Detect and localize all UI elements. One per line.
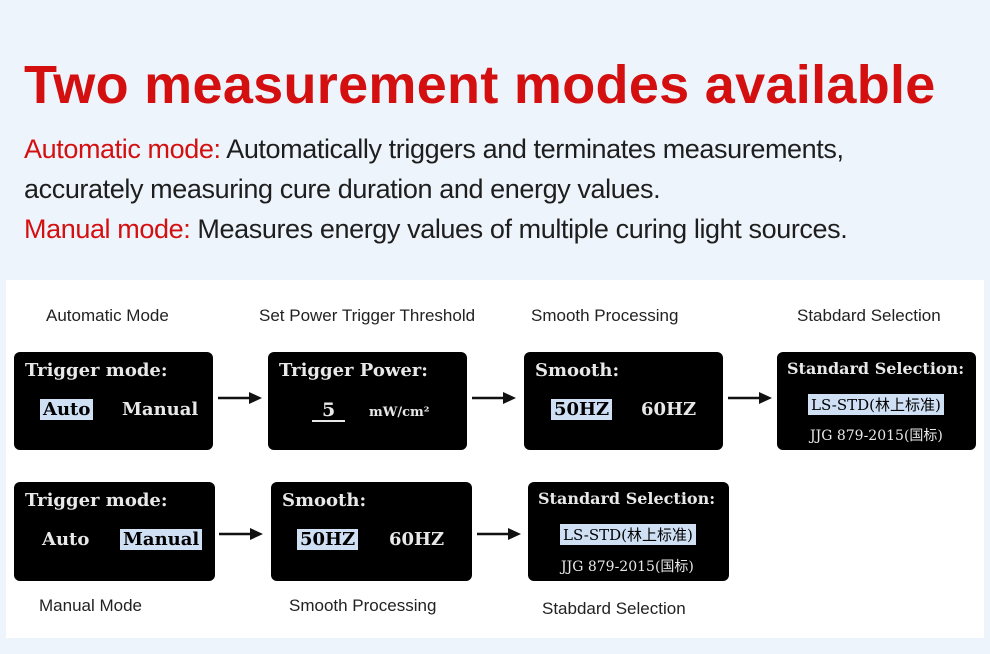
caption-standard-selection-2: Stabdard Selection [542, 599, 686, 618]
mode-diagram-panel [6, 280, 984, 638]
arrow-right-icon [472, 392, 516, 404]
screen-title: Smooth: [282, 490, 367, 511]
auto-mode-description: Automatic mode: Automatically triggers a… [24, 134, 844, 165]
option-manual-selected: Manual [120, 529, 203, 550]
option-60hz: 60HZ [389, 529, 445, 550]
option-ls-std-selected: LS-STD(林上标准) [560, 524, 696, 545]
manual-mode-label: Manual mode: [24, 214, 191, 244]
screen-title: Smooth: [535, 360, 620, 381]
caption-smooth-processing: Smooth Processing [531, 306, 679, 325]
auto-mode-label: Automatic mode: [24, 134, 221, 164]
arrow-right-icon [477, 528, 521, 540]
caption-automatic-mode: Automatic Mode [46, 306, 169, 325]
option-jjg: JJG 879-2015(国标) [561, 559, 694, 575]
auto-mode-text: Automatically triggers and terminates me… [220, 134, 844, 164]
screen-standard-selection-manual: Standard Selection: LS-STD(林上标准) JJG 879… [528, 482, 729, 581]
option-auto-selected: Auto [40, 399, 94, 420]
option-60hz: 60HZ [641, 399, 697, 420]
option-50hz-selected: 50HZ [297, 529, 359, 550]
screen-title: Trigger Power: [279, 360, 428, 381]
screen-smooth: Smooth: 50HZ 60HZ [524, 352, 723, 450]
caption-set-power-trigger: Set Power Trigger Threshold [259, 306, 476, 325]
screen-trigger-mode-auto: Trigger mode: Auto Manual [14, 352, 213, 450]
screen-smooth-manual: Smooth: 50HZ 60HZ [271, 482, 472, 581]
arrow-right-icon [219, 528, 263, 540]
screen-title: Standard Selection: [787, 359, 965, 378]
trigger-power-unit: mW/cm² [369, 405, 430, 420]
arrow-right-icon [218, 392, 262, 404]
option-50hz-selected: 50HZ [551, 399, 613, 420]
screen-trigger-mode-manual: Trigger mode: Auto Manual [14, 482, 215, 581]
screen-standard-selection: Standard Selection: LS-STD(林上标准) JJG 879… [777, 352, 976, 450]
screen-title: Standard Selection: [538, 489, 716, 508]
option-manual: Manual [122, 399, 199, 420]
caption-smooth-processing-2: Smooth Processing [289, 596, 437, 615]
headline: Two measurement modes available [24, 55, 936, 115]
arrow-right-icon [728, 392, 772, 404]
auto-mode-description-cont: accurately measuring cure duration and e… [24, 174, 661, 204]
option-jjg: JJG 879-2015(国标) [810, 428, 943, 444]
screen-title: Trigger mode: [25, 360, 168, 381]
option-ls-std-selected: LS-STD(林上标准) [808, 394, 944, 415]
caption-manual-mode: Manual Mode [39, 596, 143, 615]
screen-title: Trigger mode: [25, 490, 168, 511]
manual-mode-text: Measures energy values of multiple curin… [190, 214, 848, 244]
manual-mode-description: Manual mode: Measures energy values of m… [24, 214, 848, 245]
screen-trigger-power: Trigger Power: 5 mW/cm² [268, 352, 467, 450]
option-auto: Auto [42, 529, 90, 550]
caption-standard-selection: Stabdard Selection [797, 306, 941, 325]
trigger-power-value: 5 [312, 400, 346, 422]
